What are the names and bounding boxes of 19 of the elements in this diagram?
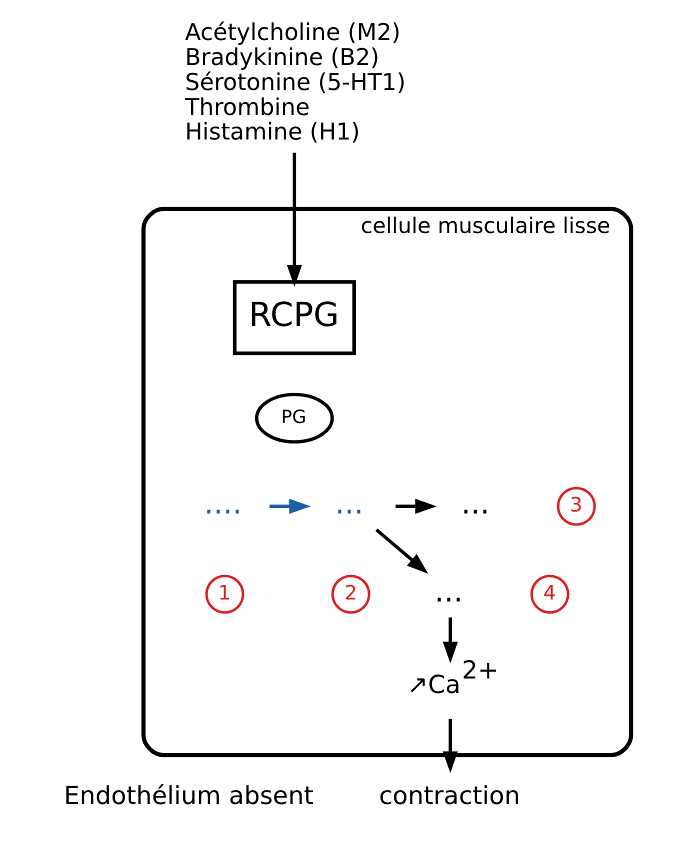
- node-text: ...: [334, 486, 364, 522]
- node-ellipse: PG: [254, 392, 334, 444]
- arrow: [286, 152, 302, 287]
- node-text: ....: [204, 486, 242, 522]
- node-circle: 3: [556, 486, 596, 526]
- arrow: [395, 498, 436, 514]
- node-text: ...: [460, 486, 490, 522]
- node-text: contraction: [378, 781, 520, 810]
- arrow: [442, 617, 458, 664]
- node-text: Acétylcholine (M2) Bradykinine (B2) Sérotonine (5-HT1) Thrombine Histamine (H1): [184, 19, 406, 146]
- node-circle: 2: [330, 574, 370, 614]
- label: Endothélium absent: [63, 781, 314, 810]
- node-circle: 1: [204, 574, 244, 614]
- arrow: [442, 718, 458, 774]
- arrow: [374, 528, 428, 574]
- node-text: ...: [434, 574, 463, 610]
- node-circle: 4: [530, 574, 569, 614]
- node-box: RCPG: [232, 280, 356, 356]
- arrow: [269, 498, 310, 514]
